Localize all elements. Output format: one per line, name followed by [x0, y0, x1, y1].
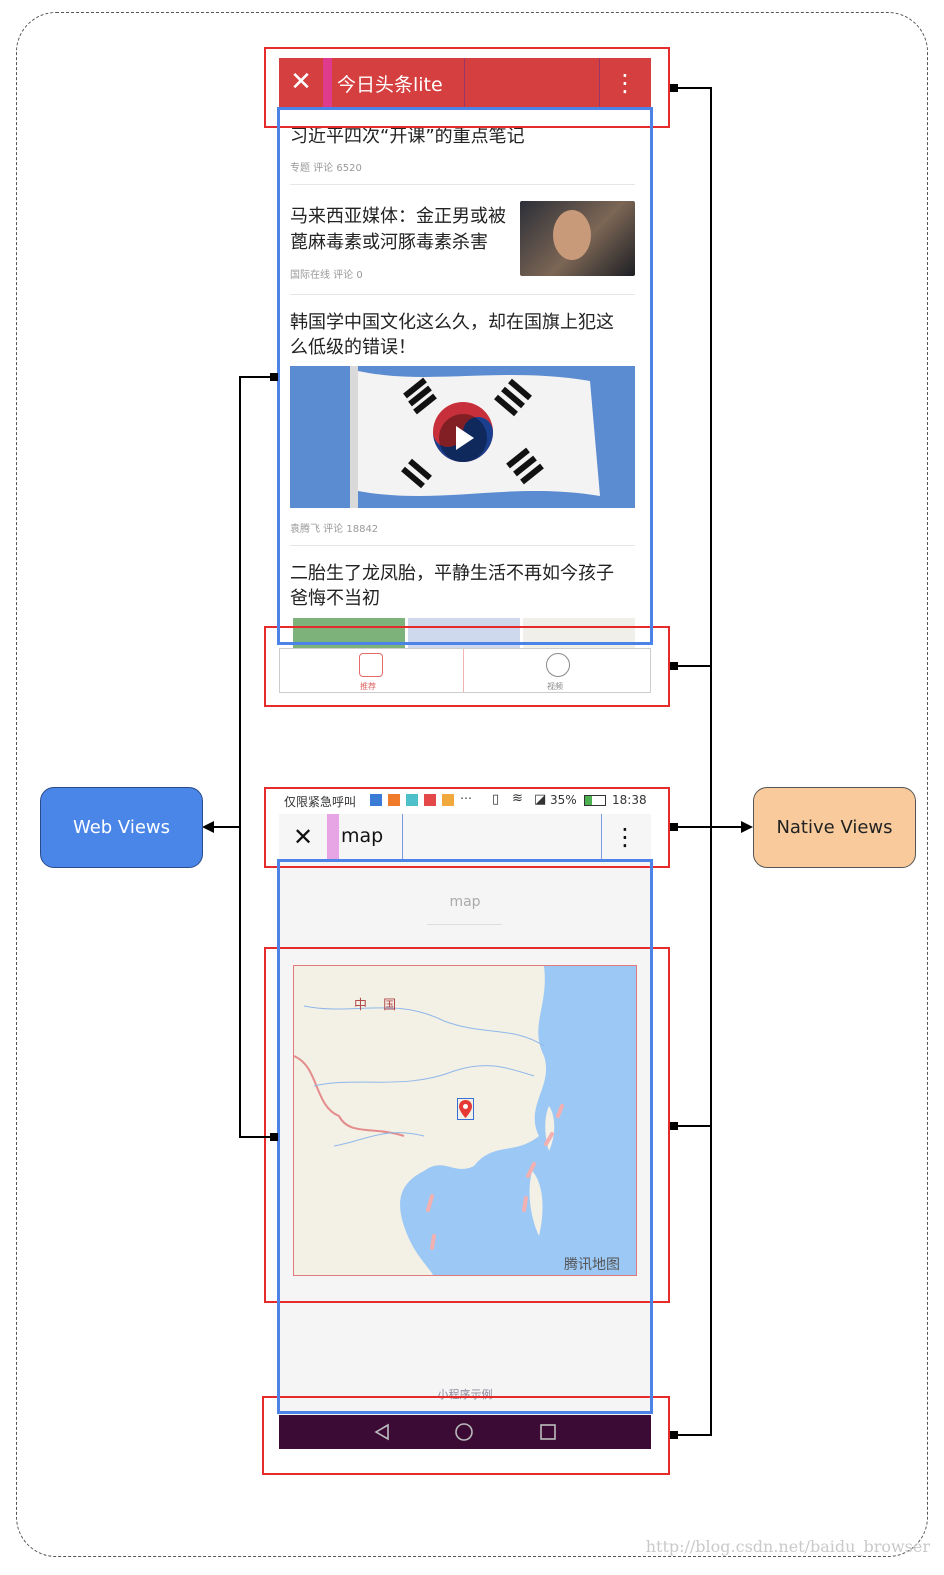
tab-recommend[interactable]: 推荐: [354, 653, 388, 693]
notification-icon: [442, 794, 454, 806]
arrow-left-icon: [202, 821, 214, 833]
connector-node: [670, 1122, 678, 1130]
home-icon[interactable]: [454, 1422, 474, 1442]
heading-underline: [427, 924, 502, 925]
tab-video[interactable]: 视频: [541, 653, 575, 693]
feed-divider: [290, 294, 635, 295]
more-menu-icon[interactable]: ⋮: [613, 823, 637, 851]
notification-icon: [388, 794, 400, 806]
clock: 18:38: [612, 793, 647, 807]
nav-divider: [601, 814, 602, 860]
news-feed: 习近平四次“开课”的重点笔记 专题 评论 6520 马来西亚媒体：金正男或被 蓖…: [279, 108, 651, 648]
webview-feed-highlight: [277, 107, 653, 645]
close-icon[interactable]: ✕: [290, 67, 312, 97]
more-menu-icon[interactable]: ⋮: [613, 69, 637, 97]
notification-icon: [424, 794, 436, 806]
native-toolbar-highlight: [264, 47, 670, 128]
article-icon: [359, 653, 383, 677]
native-connector-branch: [674, 1434, 711, 1436]
connector-node: [670, 84, 678, 92]
recents-icon[interactable]: [538, 1422, 558, 1442]
news-title[interactable]: 爸悔不当初: [290, 588, 380, 609]
web-connector-vertical: [239, 376, 241, 1137]
nav-marker: [327, 814, 339, 860]
notification-icon: [406, 794, 418, 806]
connector-node: [270, 373, 278, 381]
toolbar-divider: [464, 58, 465, 108]
news-meta: 国际在线 评论 0: [290, 270, 363, 281]
native-connector-arrow-line: [711, 826, 743, 828]
native-connector-branch: [674, 87, 711, 89]
news-title[interactable]: 习近平四次“开课”的重点笔记: [290, 126, 525, 147]
map-marker-icon[interactable]: [457, 1098, 474, 1120]
page-title: map: [341, 825, 384, 847]
tab-label: 视频: [547, 682, 563, 691]
news-title[interactable]: 么低级的错误！: [290, 337, 416, 358]
native-tabbar-highlight: [264, 626, 670, 707]
map-label-china: 中 国: [354, 998, 403, 1013]
native-sysnav-highlight: [262, 1396, 670, 1475]
web-connector-branch: [239, 376, 276, 378]
nav-divider: [402, 814, 403, 860]
tab-divider: [463, 649, 464, 692]
native-map-highlight: [264, 947, 670, 1303]
battery-icon: [584, 795, 606, 806]
android-nav-bar: [279, 1415, 651, 1449]
app-title: 今日头条lite: [337, 74, 443, 96]
tab-label: 推荐: [360, 682, 376, 691]
toolbar-marker: [323, 58, 332, 108]
native-connector-branch: [674, 665, 711, 667]
status-emergency-text: 仅限紧急呼叫: [284, 795, 357, 809]
back-icon[interactable]: [372, 1422, 392, 1442]
close-icon[interactable]: ✕: [292, 823, 314, 851]
web-views-label: Web Views: [40, 787, 203, 868]
vibrate-icon: ▯: [492, 792, 500, 807]
web-connector-branch: [239, 1136, 276, 1138]
bottom-tab-bar: 推荐 视频: [279, 648, 651, 693]
feed-divider: [290, 184, 635, 185]
video-play-icon: [546, 653, 570, 677]
connector-node: [270, 1133, 278, 1141]
news-meta: 袁腾飞 评论 18842: [290, 524, 379, 535]
video-thumbnail[interactable]: [290, 366, 635, 508]
connector-node: [670, 662, 678, 670]
map-view[interactable]: 中 国 腾讯地图: [293, 965, 637, 1276]
more-notifications-icon: ⋯: [460, 791, 472, 805]
native-connector-branch: [674, 1125, 711, 1127]
map-credit: 腾讯地图: [564, 1257, 620, 1273]
signal-icon: ◪: [534, 792, 547, 807]
native-navbar-highlight: [264, 787, 670, 868]
connector-node: [670, 1431, 678, 1439]
play-icon: [456, 426, 474, 450]
native-connector-branch: [674, 826, 711, 828]
news-thumbnail[interactable]: [520, 201, 635, 276]
system-status-bar: 仅限紧急呼叫 ⋯ ▯ ≋ ◪ 35% 18:38: [282, 790, 650, 812]
korean-flag-image: [350, 366, 600, 508]
notification-icon: [370, 794, 382, 806]
feed-divider: [290, 545, 635, 546]
arrow-right-icon: [741, 821, 753, 833]
page-heading: map: [449, 894, 481, 910]
native-views-label: Native Views: [753, 787, 916, 868]
webview-map-page-highlight: [277, 859, 653, 1414]
watermark: http://blog.csdn.net/baidu_browser: [645, 1537, 930, 1556]
news-title[interactable]: 蓖麻毒素或河豚毒素杀害: [290, 232, 488, 253]
news-title[interactable]: 韩国学中国文化这么久，却在国旗上犯这: [290, 312, 614, 333]
map-canvas: [294, 966, 564, 1275]
wifi-icon: ≋: [512, 791, 523, 806]
battery-percent: 35%: [550, 793, 577, 807]
face-shape: [553, 210, 591, 260]
connector-node: [670, 823, 678, 831]
web-connector-arrow-line: [212, 826, 240, 828]
mini-program-nav-bar: ✕ map ⋮: [279, 814, 651, 860]
news-meta: 专题 评论 6520: [290, 163, 362, 174]
news-title[interactable]: 二胎生了龙凤胎，平静生活不再如今孩子: [290, 563, 614, 584]
native-connector-vertical: [710, 87, 712, 1436]
top-app-toolbar: ✕ 今日头条lite ⋮: [279, 58, 651, 108]
toolbar-divider: [599, 58, 600, 108]
news-title[interactable]: 马来西亚媒体：金正男或被: [290, 206, 506, 227]
diagram-frame: [16, 12, 928, 1557]
